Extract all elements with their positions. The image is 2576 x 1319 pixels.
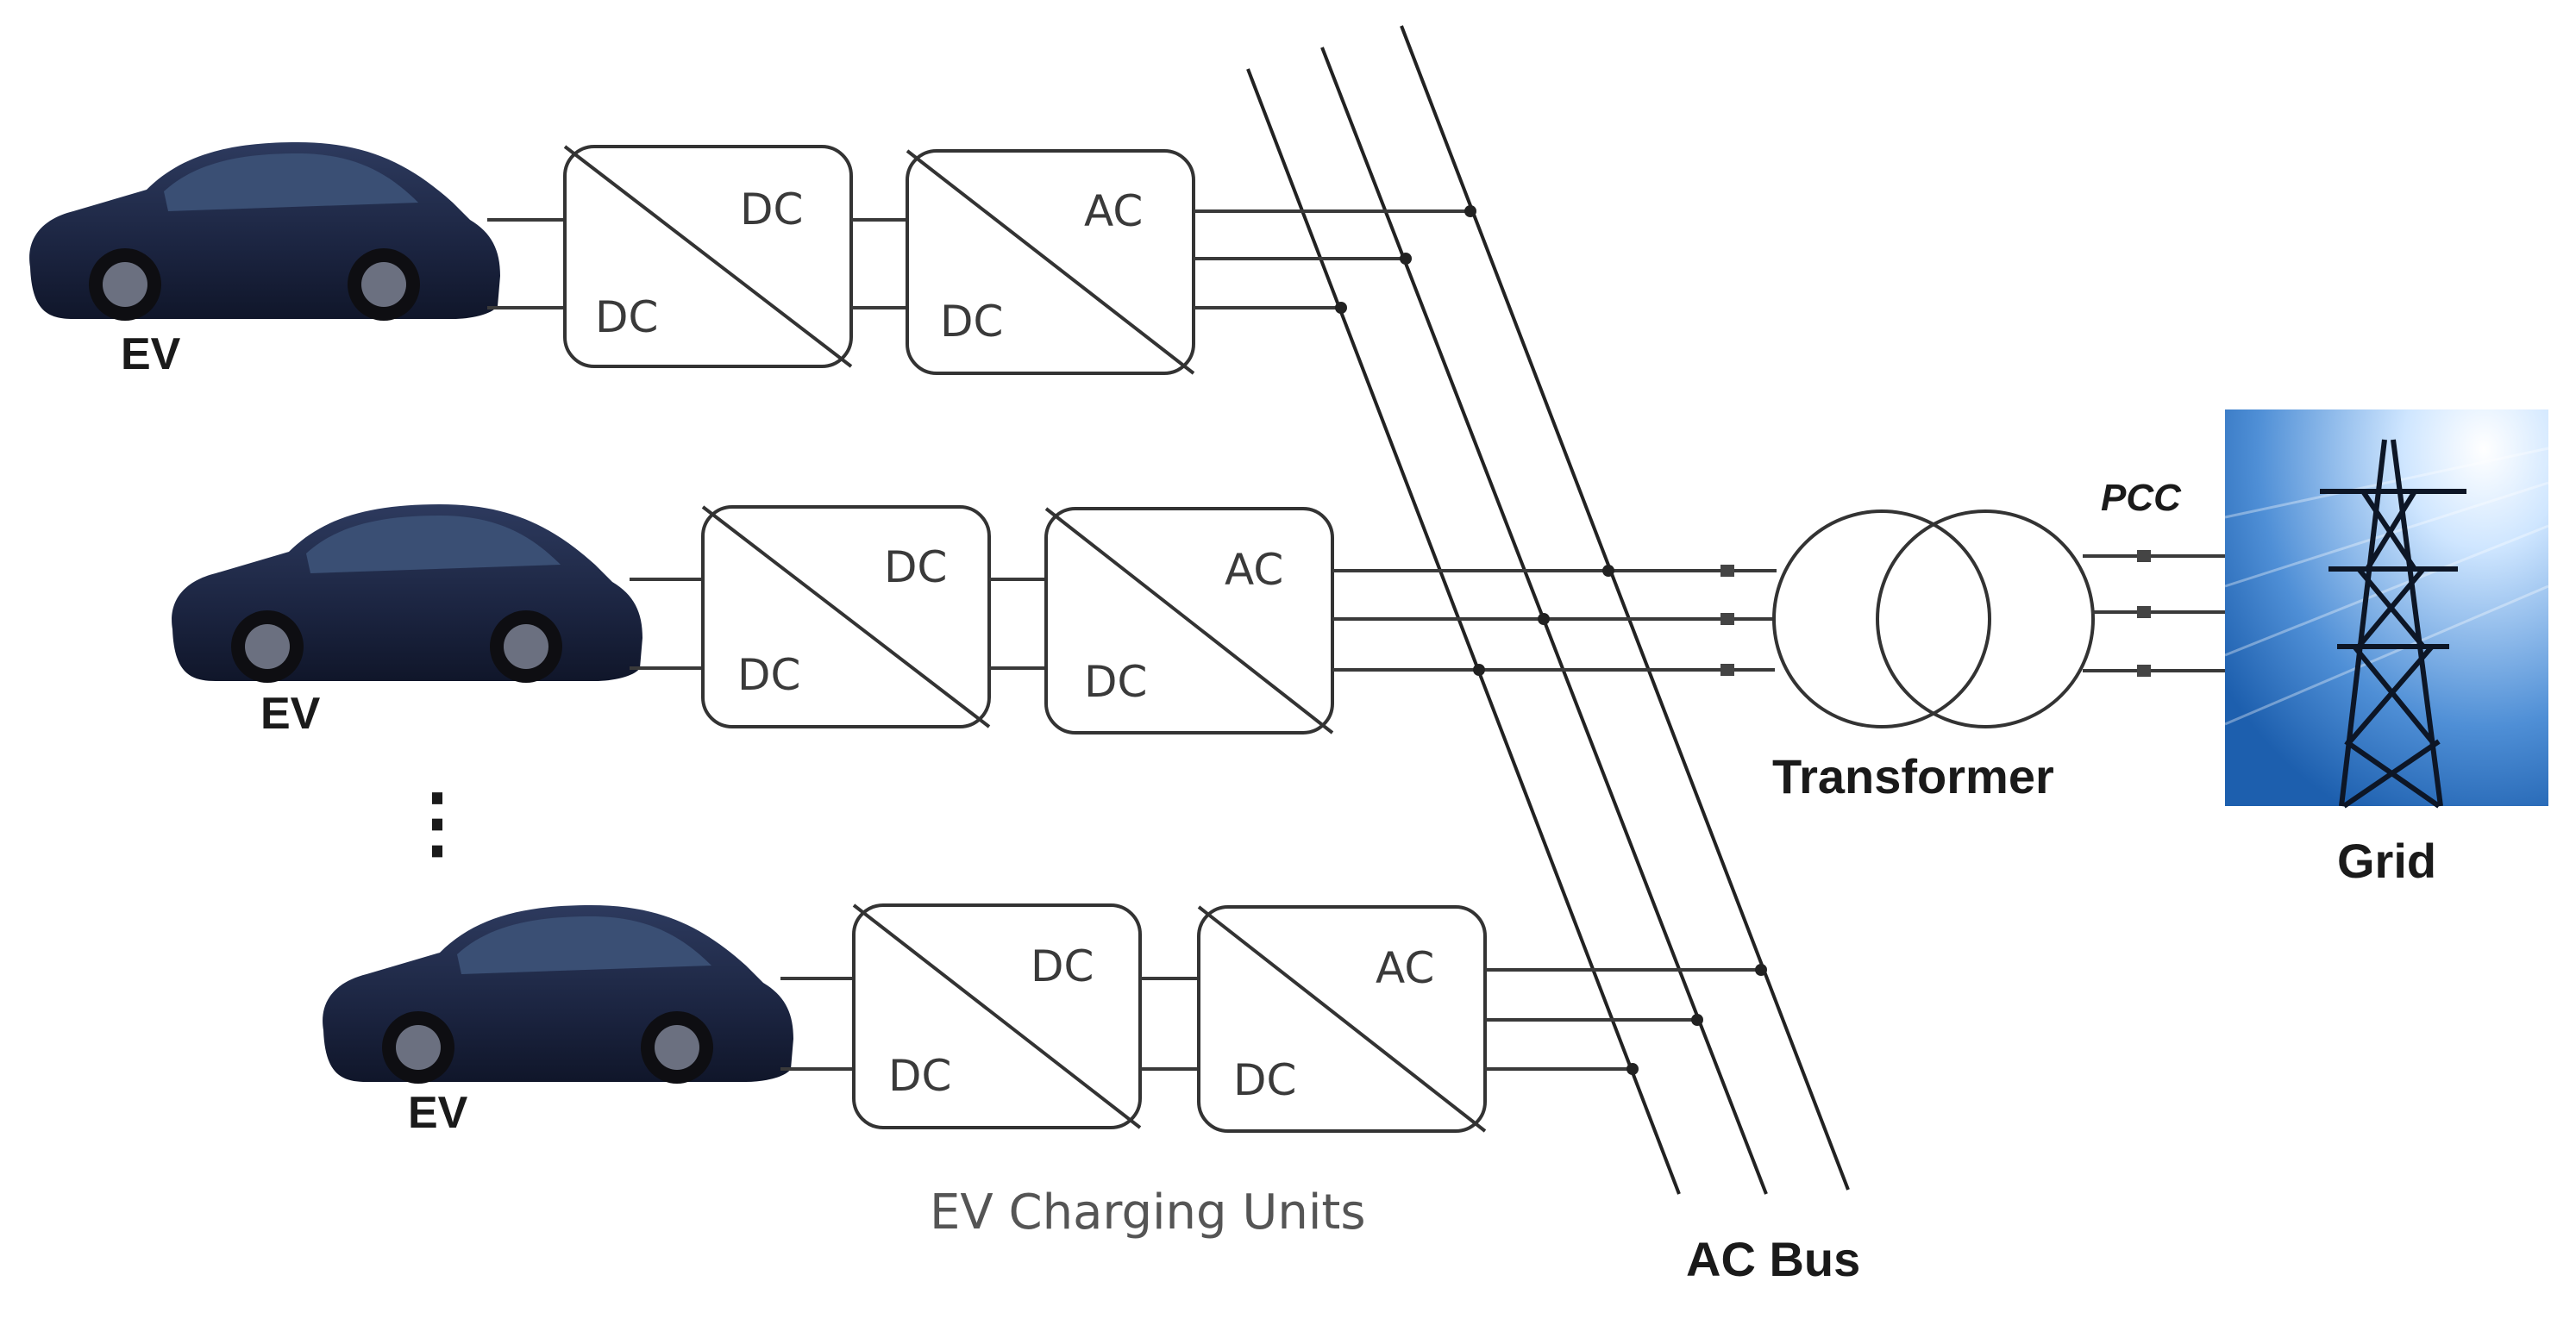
dc-dc-converter-3: DC DC bbox=[852, 903, 1142, 1129]
ev-label-3: EV bbox=[408, 1088, 468, 1138]
ac-bus-line-3 bbox=[1400, 25, 1850, 1191]
ac-bus-label: AC Bus bbox=[1686, 1232, 1860, 1286]
grid-tower-image bbox=[2224, 409, 2549, 809]
transformer bbox=[1772, 509, 2095, 728]
pcc-label: PCC bbox=[2101, 477, 2182, 519]
dc-dc-converter-1: DC DC bbox=[563, 145, 853, 368]
transformer-secondary-coil bbox=[1876, 509, 2095, 728]
dc-dc-bottom-label-1: DC bbox=[595, 292, 658, 342]
dc-ac-converter-1: AC DC bbox=[906, 149, 1195, 375]
dc-dc-top-label-2: DC bbox=[884, 542, 947, 592]
pcc-connection bbox=[2083, 550, 2225, 677]
dc-dc-bottom-label-3: DC bbox=[888, 1051, 951, 1101]
ev-unit-2: EV DC DC AC DC bbox=[172, 504, 1775, 739]
ellipsis: ⋮ bbox=[398, 780, 476, 866]
dc-dc-top-label-3: DC bbox=[1031, 941, 1094, 991]
dc-ac-converter-2: AC DC bbox=[1044, 507, 1334, 735]
dc-dc-converter-2: DC DC bbox=[701, 505, 991, 728]
ev-car-2 bbox=[172, 504, 643, 683]
ac-bus-line-1 bbox=[1246, 68, 1681, 1195]
ev-car-3 bbox=[323, 905, 794, 1084]
dc-dc-top-label-1: DC bbox=[740, 184, 803, 234]
dc-ac-top-label-3: AC bbox=[1376, 943, 1434, 993]
ev-car-1 bbox=[29, 142, 501, 321]
dc-ac-top-label-2: AC bbox=[1225, 545, 1283, 595]
charging-units-label: EV Charging Units bbox=[930, 1185, 1366, 1241]
dc-ac-bottom-label-1: DC bbox=[940, 297, 1003, 347]
grid-label: Grid bbox=[2337, 834, 2436, 888]
dc-ac-bottom-label-3: DC bbox=[1233, 1055, 1296, 1105]
transformer-label: Transformer bbox=[1772, 749, 2054, 803]
dc-ac-top-label-1: AC bbox=[1084, 186, 1143, 236]
transformer-primary-coil bbox=[1772, 509, 1991, 728]
dc-ac-converter-3: AC DC bbox=[1197, 905, 1487, 1133]
ev-unit-3: EV DC DC AC DC bbox=[323, 903, 1767, 1138]
ev-label-2: EV bbox=[260, 689, 321, 739]
ev-unit-1: EV DC DC AC DC bbox=[29, 142, 1476, 379]
dc-dc-bottom-label-2: DC bbox=[737, 650, 800, 700]
dc-ac-bottom-label-2: DC bbox=[1084, 657, 1147, 707]
ev-label-1: EV bbox=[121, 329, 181, 379]
